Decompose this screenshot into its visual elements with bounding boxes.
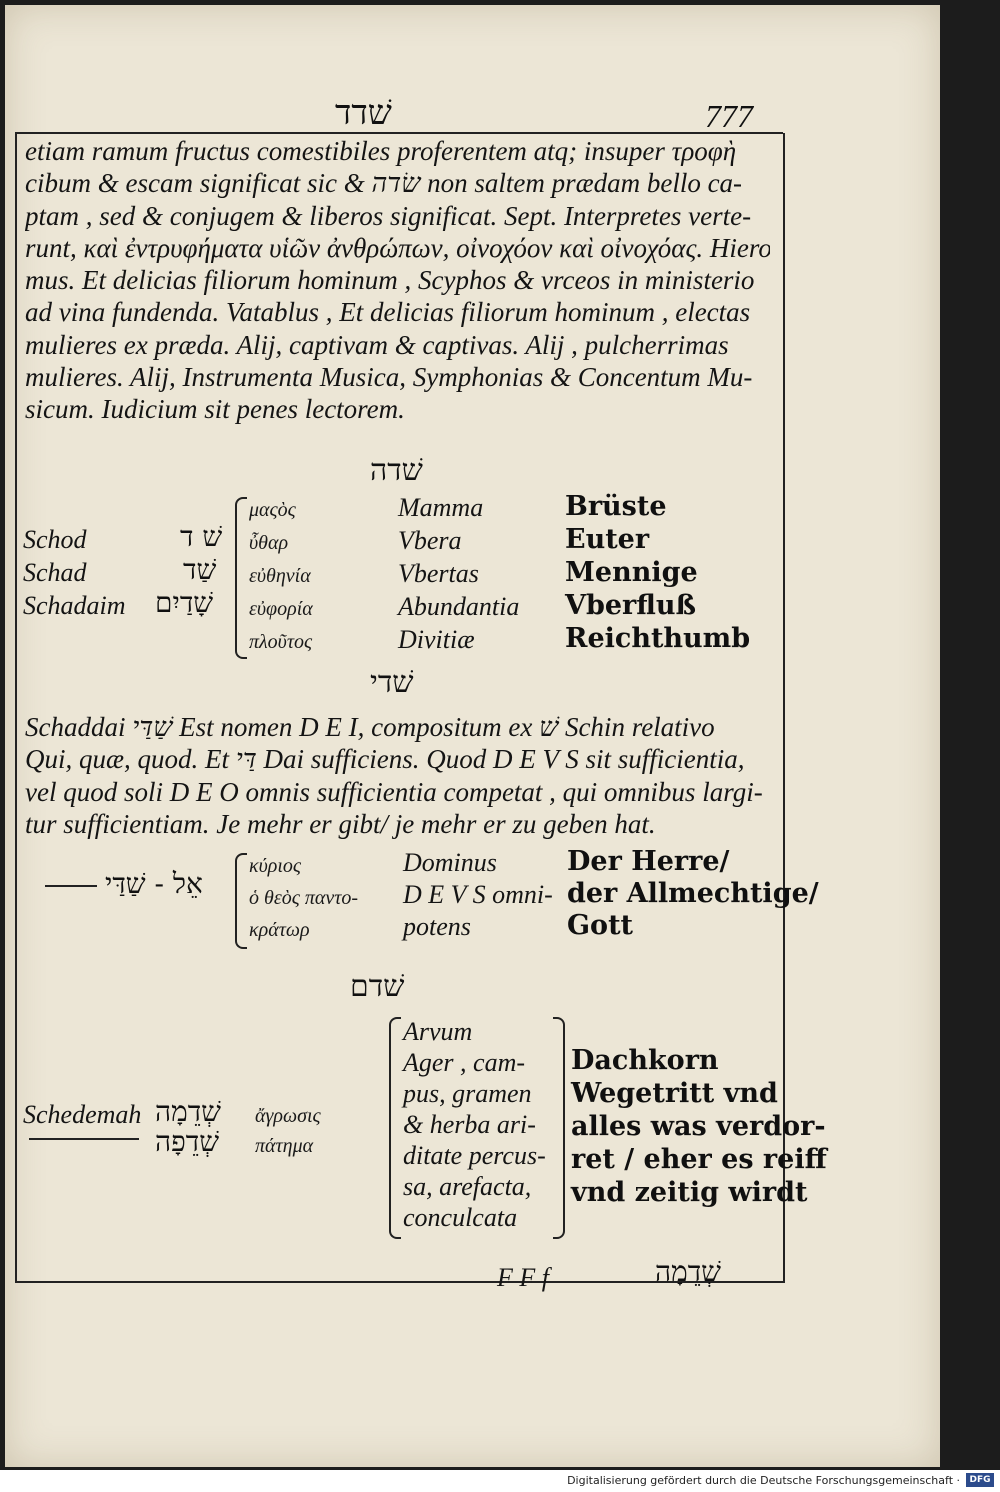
right-brace xyxy=(553,1017,565,1239)
paragraph-line: ptam , sed & conjugem & liberos signific… xyxy=(25,200,752,231)
latin-term: potens xyxy=(403,912,471,941)
latin-term: Vbertas xyxy=(398,559,479,588)
paragraph-line: Schaddai שַׁדַּי Est nomen D E I, compos… xyxy=(25,712,715,742)
latin-term: & herba ari- xyxy=(403,1110,536,1139)
hebrew-shedefah: שְׁדֵפָה xyxy=(155,1125,220,1158)
german-term: Gott xyxy=(567,910,634,941)
latin-term: Arvum xyxy=(403,1017,473,1046)
paragraph-line: mulieres ex præda. Alij, captivam & capt… xyxy=(25,329,729,360)
hebrew-shedemah: שְׁדֵמָה xyxy=(155,1095,221,1128)
latin-term: ditate percus- xyxy=(403,1141,546,1170)
dash-rule xyxy=(45,885,97,887)
section-title-shdm: שׁדם xyxy=(350,969,405,1004)
greek-term: πάτημα xyxy=(255,1135,314,1157)
german-term: vnd zeitig wirdt xyxy=(571,1177,808,1208)
latin-term: Abundantia xyxy=(398,592,520,621)
signature-mark: F F f xyxy=(497,1263,549,1292)
dash-rule xyxy=(29,1138,139,1140)
german-term: der Allmechtige/ xyxy=(567,878,819,909)
latin-term: Vbera xyxy=(398,526,462,555)
greek-term: ὁ θεὸς παντο- xyxy=(249,887,359,909)
paragraph-line: ad vina fundenda. Vatablus , Et delicias… xyxy=(25,297,751,328)
hebrew-shod: שׁ ד xyxy=(180,520,223,553)
text-frame xyxy=(15,133,785,1283)
dfg-logo: DFG xyxy=(966,1473,994,1487)
credit-bar: Digitalisierung gefördert durch die Deut… xyxy=(0,1470,1000,1492)
running-head-hebrew: שׁדד xyxy=(335,93,392,133)
greek-term: ἄγρωσις xyxy=(255,1105,321,1127)
greek-term: μαςὸς xyxy=(249,499,296,521)
latin-term: Dominus xyxy=(403,848,497,877)
scanned-page: שׁדד 777 etiam ramum fructus comestibile… xyxy=(5,5,940,1467)
german-term: Mennige xyxy=(565,557,698,588)
translit-schadaim: Schadaim xyxy=(23,591,126,620)
bottom-rule xyxy=(15,1281,783,1283)
latin-term: Ager , cam- xyxy=(403,1048,526,1077)
translit-schod: Schod xyxy=(23,525,87,554)
german-term: Wegetritt vnd xyxy=(571,1078,778,1109)
greek-term: κύριος xyxy=(249,855,302,877)
section-title-shdy: שׁדי xyxy=(370,665,414,700)
translit-schedemah: Schedemah xyxy=(23,1100,142,1129)
shaddai-paragraph: Schaddai שַׁדַּי Est nomen D E I, compos… xyxy=(25,711,770,840)
latin-term: Divitiæ xyxy=(398,625,475,654)
paragraph-line: tur sufficientiam. Je mehr er gibt/ je m… xyxy=(25,808,656,839)
german-term: Brüste xyxy=(565,491,667,522)
hebrew-shad: שַׁד xyxy=(183,553,217,586)
greek-term: εὐθηνία xyxy=(249,565,311,587)
german-term: Der Herre/ xyxy=(567,846,730,877)
greek-term: κράτωρ xyxy=(249,919,310,941)
translit-schad: Schad xyxy=(23,558,87,587)
left-brace xyxy=(235,853,247,949)
top-rule xyxy=(15,132,783,134)
german-term: Dachkorn xyxy=(571,1045,719,1076)
hebrew-shadaim: שָׁדַיִם xyxy=(155,586,214,619)
german-term: alles was verdor- xyxy=(571,1111,826,1142)
german-term: Reichthumb xyxy=(565,623,751,654)
paragraph-line: Qui, quæ, quod. Et דַּי Dai sufficiens. … xyxy=(25,744,745,775)
hebrew-el-shaddai: אֵל - שַׁדַּי xyxy=(105,867,203,900)
german-term: Euter xyxy=(565,524,650,555)
paragraph-line: runt, καὶ ἐντρυφήματα υἱῶν ἀνθρώπων, οἰν… xyxy=(25,232,770,263)
greek-term: πλοῦτος xyxy=(249,631,313,653)
greek-term: εὐφορία xyxy=(249,598,313,620)
opening-paragraph: etiam ramum fructus comestibiles profere… xyxy=(25,135,770,426)
catchword: שְׁדֵמָה xyxy=(655,1255,721,1288)
page-number: 777 xyxy=(705,98,753,134)
left-brace xyxy=(235,497,247,659)
latin-term: D E V S omni- xyxy=(403,880,553,909)
latin-term: sa, arefacta, xyxy=(403,1172,532,1201)
paragraph-line: vel quod soli D E O omnis sufficientia c… xyxy=(25,776,763,807)
latin-term: conculcata xyxy=(403,1203,518,1232)
latin-term: pus, gramen xyxy=(403,1079,532,1108)
paragraph-line: mus. Et delicias filiorum hominum , Scyp… xyxy=(25,265,755,296)
latin-term: Mamma xyxy=(398,493,484,522)
paragraph-line: sicum. Iudicium sit penes lectorem. xyxy=(25,394,405,425)
section-title-shdh: שׁדה xyxy=(370,453,423,488)
paragraph-line: mulieres. Alij, Instrumenta Musica, Symp… xyxy=(25,362,753,393)
greek-term: ὖθαρ xyxy=(249,532,289,554)
german-term: Vberfluß xyxy=(565,590,697,621)
digitization-credit: Digitalisierung gefördert durch die Deut… xyxy=(567,1474,960,1487)
paragraph-line: cibum & escam significat sic & שׂדה non … xyxy=(25,168,743,199)
german-term: ret / eher es reiff xyxy=(571,1144,827,1175)
left-brace xyxy=(389,1017,401,1239)
paragraph-line: etiam ramum fructus comestibiles profere… xyxy=(25,136,737,166)
